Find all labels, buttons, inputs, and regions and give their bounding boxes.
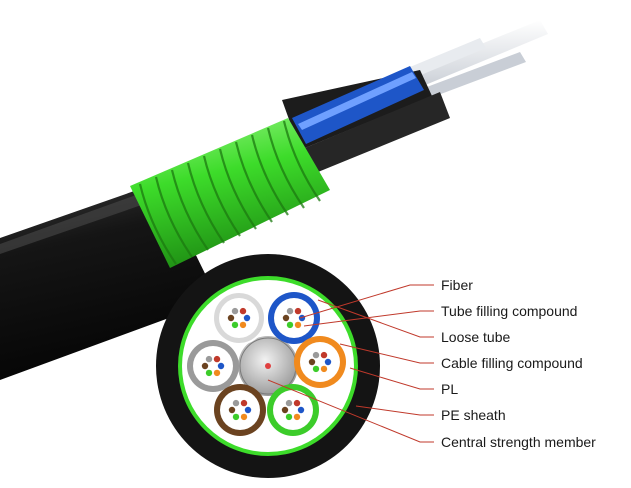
fiber-strand [308, 358, 316, 366]
fiber-strand [232, 413, 240, 421]
tube-brown [214, 384, 266, 436]
fiber-strand [231, 321, 239, 329]
corrugated-armor [130, 118, 330, 268]
fiber-strand [240, 413, 248, 421]
fiber-strand [320, 365, 328, 373]
label-fiber: Fiber [441, 277, 473, 293]
fiber-strand [312, 351, 320, 359]
label-cable-filling-compound: Cable filling compound [441, 355, 583, 371]
fiber-strand [213, 355, 221, 363]
leader-loose-tube [317, 299, 434, 338]
fiber-strand [201, 362, 209, 370]
fiber-strand [285, 399, 293, 407]
fiber-strand [286, 321, 294, 329]
fiber-strand [205, 355, 213, 363]
label-tube-filling-compound: Tube filling compound [441, 303, 578, 319]
fiber-strand [228, 406, 236, 414]
fiber-strand [232, 399, 240, 407]
fiber-strand [231, 307, 239, 315]
fiber-strand [240, 399, 248, 407]
fiber-strand [320, 351, 328, 359]
fiber-strand [227, 314, 235, 322]
leader-tube-filling [303, 310, 434, 327]
fiber-strand [286, 307, 294, 315]
tube-green [267, 384, 319, 436]
fiber-strand [205, 369, 213, 377]
fiber-strand [281, 406, 289, 414]
leader-lines [267, 284, 434, 443]
blue-loose-tube [292, 66, 424, 144]
fiber-strand [294, 321, 302, 329]
fiber-strand [298, 314, 306, 322]
fiber-strand [217, 362, 225, 370]
leader-pe-sheath [355, 405, 434, 416]
fiber-strand [285, 413, 293, 421]
fiber-strand [244, 406, 252, 414]
fiber-strand [293, 413, 301, 421]
leader-pl [349, 367, 434, 390]
fiber-strand [297, 406, 305, 414]
leader-central-member [267, 379, 434, 443]
cross-section [156, 254, 380, 478]
tube-blue [268, 292, 320, 344]
fiber-strand [282, 314, 290, 322]
fiber-strand [243, 314, 251, 322]
fiber-strand [213, 369, 221, 377]
fiber-strand [239, 307, 247, 315]
fiber-strand [239, 321, 247, 329]
label-central-strength-member: Central strength member [441, 434, 596, 450]
fibers [201, 307, 332, 421]
fiber-strand [312, 365, 320, 373]
leader-cable-filling [339, 343, 434, 364]
tube-white [212, 291, 266, 345]
label-pl: PL [441, 381, 459, 397]
tube-grey [187, 340, 239, 392]
label-pe-sheath: PE sheath [441, 407, 506, 423]
fiber-strand [324, 358, 332, 366]
fiber-strand [293, 399, 301, 407]
label-loose-tube: Loose tube [441, 329, 511, 345]
tube-orange [294, 336, 346, 388]
fiber-strand [294, 307, 302, 315]
